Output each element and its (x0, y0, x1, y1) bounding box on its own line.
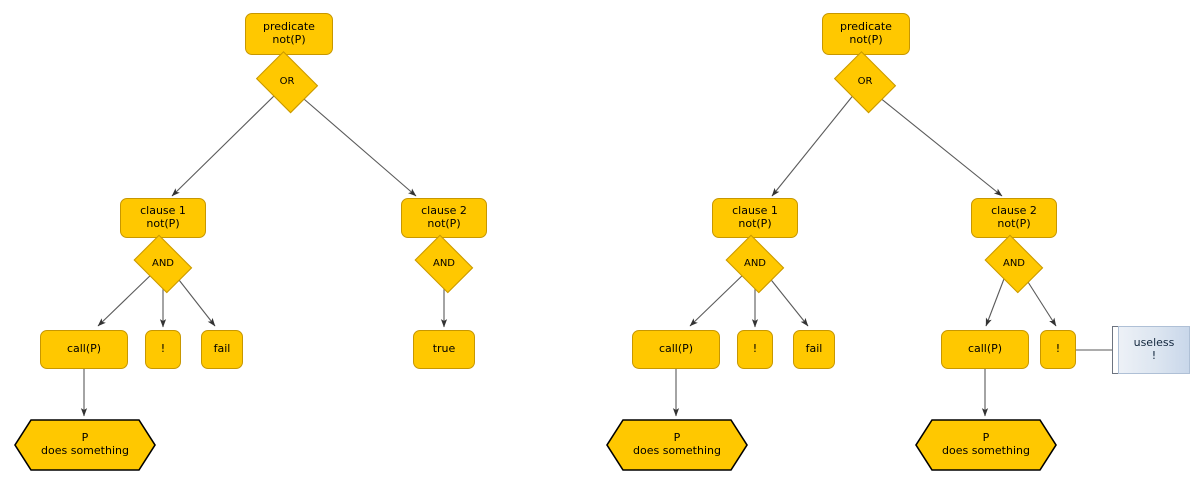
right-clause2-label: clause 2 not(P) (991, 204, 1037, 230)
hexagon-shape (14, 419, 156, 471)
hexagon-shape (915, 419, 1057, 471)
right-call2-node[interactable]: call(P) (941, 330, 1029, 369)
right-predicate-label: predicate not(P) (840, 20, 892, 46)
useless-cut-note[interactable]: useless ! (1118, 326, 1190, 374)
left-p-does-something-node[interactable]: P does something (14, 419, 156, 471)
right-call2-label: call(P) (967, 342, 1003, 356)
left-clause2-label: clause 2 not(P) (421, 204, 467, 230)
edge-or-to-clause2 (296, 92, 417, 197)
left-fail-node[interactable]: fail (201, 330, 243, 369)
right-p-does-something-label-2: P does something (942, 431, 1030, 457)
useless-cut-note-label: useless ! (1133, 336, 1175, 362)
right-cut1-node[interactable]: ! (737, 330, 773, 369)
left-and1-label: AND (151, 258, 175, 270)
right-fail1-node[interactable]: fail (793, 330, 835, 369)
right-cut2-node[interactable]: ! (1040, 330, 1076, 369)
right-and2-node[interactable]: AND (982, 234, 1046, 294)
left-and2-node[interactable]: AND (412, 234, 476, 294)
right-or-label: OR (857, 76, 873, 88)
right-or-node[interactable]: OR (832, 51, 898, 113)
right-and1-node[interactable]: AND (723, 234, 787, 294)
right-clause1-node[interactable]: clause 1 not(P) (712, 198, 798, 238)
left-call-label: call(P) (66, 342, 102, 356)
right-and2-label: AND (1002, 258, 1026, 270)
left-and1-node[interactable]: AND (131, 234, 195, 294)
right-clause2-node[interactable]: clause 2 not(P) (971, 198, 1057, 238)
left-or-label: OR (279, 76, 295, 88)
edge-or-to-clause2-r (873, 92, 1003, 197)
right-predicate-node[interactable]: predicate not(P) (822, 13, 910, 55)
left-fail-label: fail (213, 342, 231, 356)
right-cut2-label: ! (1055, 342, 1061, 356)
left-or-node[interactable]: OR (254, 51, 320, 113)
right-p-does-something-node-2[interactable]: P does something (915, 419, 1057, 471)
right-call1-node[interactable]: call(P) (632, 330, 720, 369)
right-clause1-label: clause 1 not(P) (732, 204, 778, 230)
edge-or-to-clause1 (171, 92, 278, 197)
right-call1-label: call(P) (658, 342, 694, 356)
right-and1-label: AND (743, 258, 767, 270)
hexagon-shape (606, 419, 748, 471)
left-and2-label: AND (432, 258, 456, 270)
right-p-does-something-node-1[interactable]: P does something (606, 419, 748, 471)
edge-or-to-clause1-r (771, 92, 856, 197)
left-cut-node[interactable]: ! (145, 330, 181, 369)
left-true-label: true (432, 342, 456, 356)
left-cut-label: ! (160, 342, 166, 356)
right-cut1-label: ! (752, 342, 758, 356)
left-predicate-node[interactable]: predicate not(P) (245, 13, 333, 55)
left-clause1-label: clause 1 not(P) (140, 204, 186, 230)
right-p-does-something-label-1: P does something (633, 431, 721, 457)
left-p-does-something-label: P does something (41, 431, 129, 457)
left-clause2-node[interactable]: clause 2 not(P) (401, 198, 487, 238)
left-call-node[interactable]: call(P) (40, 330, 128, 369)
right-fail1-label: fail (805, 342, 823, 356)
left-true-node[interactable]: true (413, 330, 475, 369)
left-clause1-node[interactable]: clause 1 not(P) (120, 198, 206, 238)
left-predicate-label: predicate not(P) (263, 20, 315, 46)
